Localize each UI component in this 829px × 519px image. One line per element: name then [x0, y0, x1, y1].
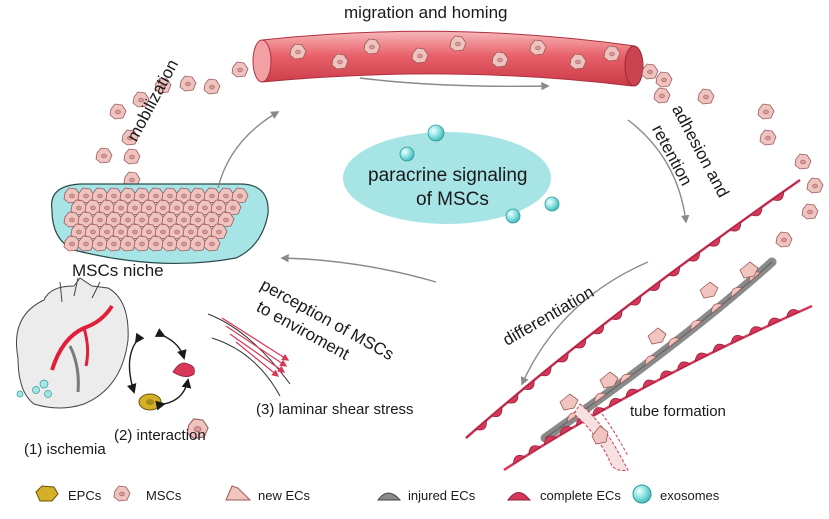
legend-injured-ecs-label: injured ECs: [408, 488, 476, 503]
msc-cell-icon: [113, 485, 131, 502]
exosome-icon: [505, 208, 521, 224]
legend-complete-ecs-label: complete ECs: [540, 488, 621, 503]
exosome-icon: [399, 146, 415, 162]
injured-ec-cell: [620, 373, 633, 385]
mscs-niche: [50, 183, 269, 265]
complete-ec-cell: [728, 221, 742, 232]
complete-ec-cell: [748, 326, 763, 336]
complete-ec-cell: [490, 406, 503, 417]
paracrine-label-line1: paracrine signaling: [368, 165, 528, 186]
cell-interaction-illustration: [126, 328, 209, 439]
exosome-icon: [427, 124, 445, 142]
injured-ec-cell: [668, 337, 681, 348]
complete-ec-cell: [522, 379, 535, 390]
complete-ec-cell: [539, 365, 552, 377]
legend: [35, 484, 652, 504]
injured-ec-cell: [594, 392, 607, 404]
complete-ec-cell: [625, 388, 639, 399]
complete-ec-cell: [771, 190, 785, 201]
complete-ec-cell: [512, 454, 526, 465]
laminar-flow-illustration: [207, 313, 291, 397]
complete-ec-cell: [559, 426, 574, 436]
complete-ec-cell: [730, 335, 745, 344]
complete-ec-cell: [610, 309, 623, 320]
injured-ec-cell: [711, 303, 724, 315]
complete-ec-icon: [507, 492, 532, 501]
complete-ec-cell: [506, 392, 519, 404]
complete-ec-cell: [528, 445, 542, 455]
exosome-icon: [632, 484, 652, 504]
injured-ec-icon: [377, 492, 402, 501]
ischemia-label: (1) ischemia: [24, 441, 106, 458]
complete-ec-cell: [648, 280, 661, 292]
legend-new-ecs-label: new ECs: [258, 488, 311, 503]
legend-mscs-label: MSCs: [146, 488, 182, 503]
tube-formation-label: tube formation: [630, 403, 726, 420]
complete-ec-cell: [676, 361, 691, 371]
injured-ec-cell: [730, 287, 743, 298]
complete-ec-cell: [707, 236, 721, 247]
legend-epcs-label: EPCs: [68, 488, 102, 503]
interaction-label: (2) interaction: [114, 427, 206, 444]
cycle-arrows: [217, 77, 690, 386]
complete-ec-cell: [749, 206, 763, 217]
paracrine-zone: [343, 124, 560, 224]
migration-label: migration and homing: [344, 3, 508, 22]
new-ec-icon: [225, 485, 252, 501]
complete-ec-cell: [628, 295, 642, 306]
complete-ec-cell: [712, 343, 727, 353]
complete-ec-cell: [667, 266, 680, 277]
complete-ec-cell: [591, 323, 605, 335]
blood-vessel: [252, 30, 644, 87]
complete-ec-cell: [642, 379, 656, 389]
complete-ec-cell: [687, 251, 700, 262]
legend-exosomes-label: exosomes: [660, 488, 720, 503]
complete-ec-cell: [694, 352, 709, 362]
complete-ec-cell: [573, 337, 587, 349]
heart-ischemia-illustration: [16, 277, 129, 409]
complete-ec-cell: [608, 398, 623, 408]
complete-ec-cell: [786, 309, 801, 318]
complete-ec-cell: [543, 435, 558, 446]
paracrine-label-line2: of MSCs: [416, 189, 489, 210]
niche-label: MSCs niche: [72, 261, 164, 280]
injured-ec-cell: [644, 355, 658, 366]
complete-ec-cell: [556, 351, 569, 363]
complete-ec-cell: [659, 370, 674, 380]
complete-ec-cell: [767, 317, 782, 327]
laminar-label: (3) laminar shear stress: [256, 401, 414, 418]
injured-ec-cell: [690, 320, 703, 331]
epc-cell-icon: [35, 485, 59, 502]
vessel-walls: [465, 178, 813, 472]
new-ec-cells: [559, 261, 759, 445]
exosome-icon: [544, 196, 560, 212]
complete-ec-cell: [475, 419, 487, 431]
